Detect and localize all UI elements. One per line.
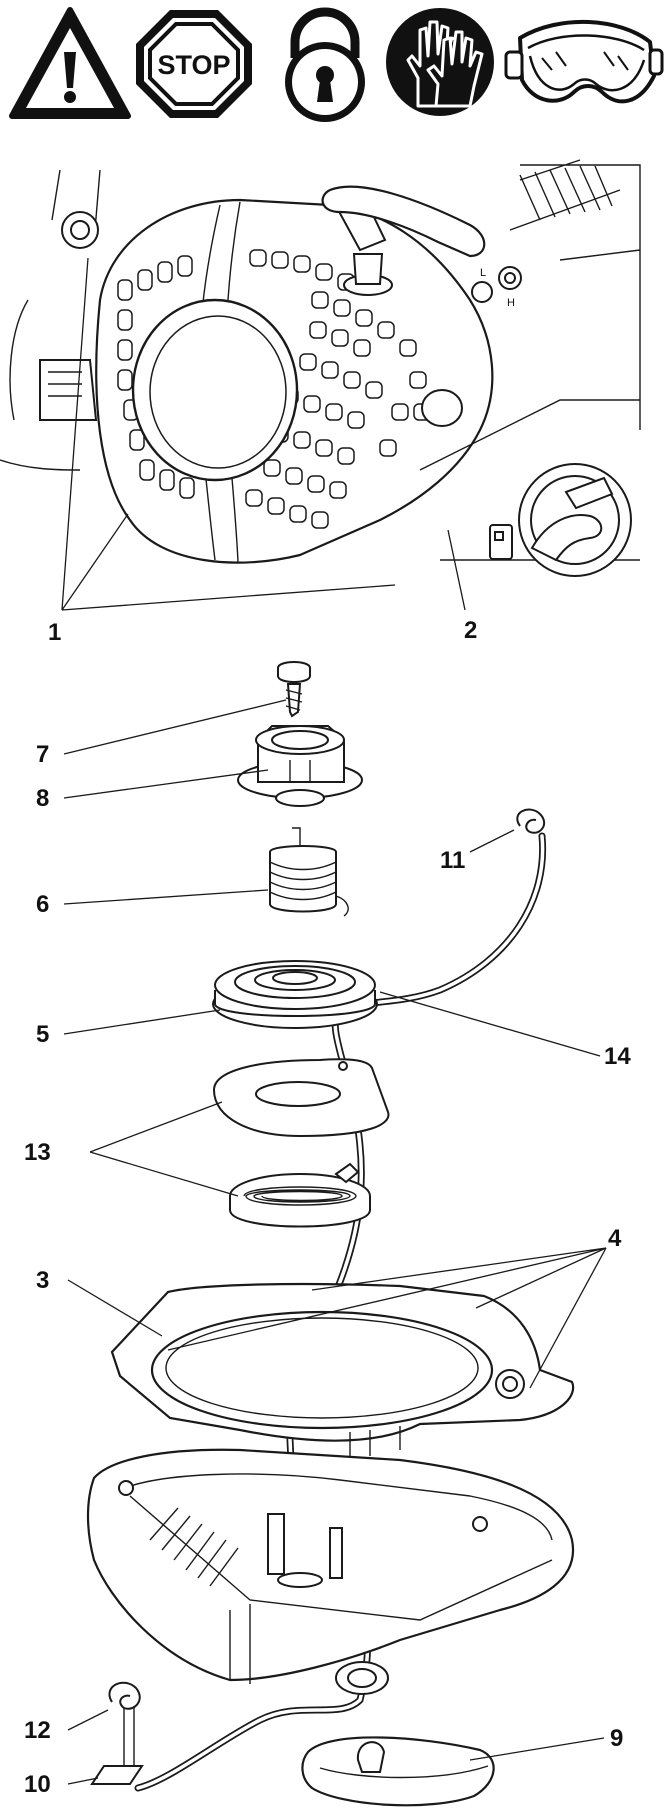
warning-icon-row: STOP <box>9 7 664 122</box>
starter-hub <box>131 298 299 482</box>
stop-sign-icon: STOP <box>136 10 252 118</box>
part-8-drive-hub <box>237 725 363 807</box>
part-13-guide-plate <box>212 1058 390 1138</box>
callout-14: 14 <box>604 1043 631 1070</box>
safety-goggles-icon <box>504 19 664 104</box>
fuel-cap <box>419 399 640 577</box>
knob-label-low: L <box>480 267 486 279</box>
part-6-pawl-spring <box>269 827 349 917</box>
starter-housing-assembled: L H <box>0 159 641 611</box>
part-13-rewind-spring <box>229 1162 371 1228</box>
leader-lines <box>63 699 607 1785</box>
part-5-rope-pulley <box>212 960 378 1029</box>
callout-6: 6 <box>36 891 49 918</box>
starter-grip-mounted <box>321 185 486 296</box>
callout-5: 5 <box>36 1021 49 1048</box>
part-11-rope-knot <box>516 808 546 834</box>
callout-11: 11 <box>440 847 465 874</box>
callout-4: 4 <box>608 1225 622 1252</box>
callout-3: 3 <box>36 1267 49 1294</box>
gloves-icon <box>386 8 494 116</box>
part-3-spring-housing <box>110 1282 575 1456</box>
padlock-icon <box>285 7 365 122</box>
stop-sign-label: STOP <box>157 50 230 80</box>
part-9-starter-grip <box>301 1736 495 1807</box>
callout-1: 1 <box>48 619 61 646</box>
callout-13: 13 <box>24 1139 51 1166</box>
mounting-screw-icon <box>61 211 99 249</box>
starter-housing-lower <box>86 1448 575 1695</box>
callout-9: 9 <box>610 1725 623 1752</box>
warning-triangle-icon <box>9 7 131 119</box>
knob-label-high: H <box>507 297 515 309</box>
callout-10: 10 <box>24 1771 51 1798</box>
part-7-screw <box>277 661 311 718</box>
callout-8: 8 <box>36 785 49 812</box>
part-12-rope-knot <box>108 1681 141 1778</box>
part-10-rope-tag <box>90 1765 144 1785</box>
cooling-fins <box>509 165 621 231</box>
callout-12: 12 <box>24 1717 51 1744</box>
callout-2: 2 <box>464 617 477 644</box>
carburetor-adjust-knobs: L H <box>471 266 522 309</box>
callout-labels: 1 2 7 8 11 6 5 14 13 4 3 12 9 10 <box>24 617 631 1798</box>
callout-7: 7 <box>36 741 49 768</box>
